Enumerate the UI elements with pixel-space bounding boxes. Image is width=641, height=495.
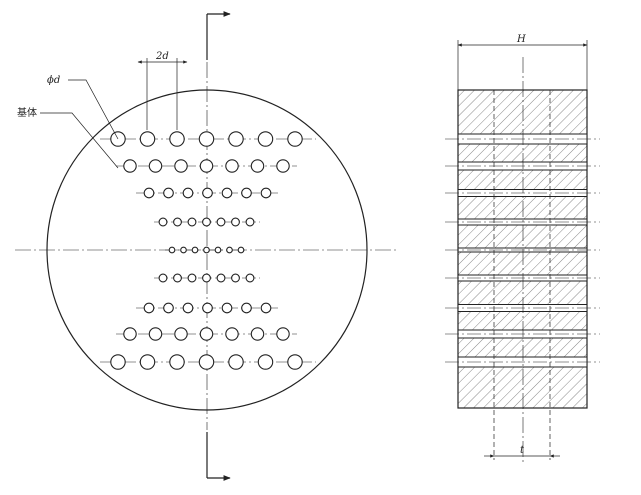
hole bbox=[182, 302, 194, 314]
hole bbox=[231, 217, 240, 227]
hole bbox=[158, 273, 168, 283]
hole-row bbox=[136, 302, 278, 314]
hole bbox=[257, 354, 274, 370]
hole bbox=[216, 217, 226, 227]
hole bbox=[221, 187, 233, 199]
channel bbox=[445, 189, 600, 197]
channel bbox=[445, 329, 600, 339]
hole bbox=[139, 354, 156, 370]
hole bbox=[231, 273, 240, 283]
hole bbox=[260, 302, 272, 314]
pitch-dimension bbox=[137, 58, 188, 130]
hole bbox=[123, 327, 137, 341]
channel bbox=[445, 161, 600, 171]
substrate-label: 基体 bbox=[17, 106, 37, 119]
pitch-label: 2d bbox=[155, 51, 169, 62]
hole bbox=[260, 187, 272, 199]
section-view bbox=[445, 40, 600, 463]
channel bbox=[445, 218, 600, 226]
hole-row bbox=[100, 354, 316, 370]
section-line-marker bbox=[206, 11, 231, 481]
channel bbox=[445, 247, 600, 253]
front-view bbox=[15, 11, 398, 481]
hole bbox=[199, 159, 214, 173]
hole bbox=[123, 159, 137, 173]
leader-lines bbox=[40, 79, 119, 169]
hole-row bbox=[154, 217, 260, 227]
hole bbox=[143, 302, 155, 314]
hole bbox=[276, 159, 290, 173]
hole-diameter-label: ϕd bbox=[47, 75, 60, 86]
hole bbox=[180, 246, 187, 254]
hole bbox=[241, 187, 252, 199]
hole bbox=[216, 273, 226, 283]
through-channels bbox=[445, 133, 600, 368]
hole-array bbox=[100, 131, 316, 370]
hole bbox=[198, 131, 215, 147]
hole-row bbox=[136, 187, 278, 199]
spacing-label: t bbox=[520, 445, 525, 456]
hole bbox=[191, 246, 199, 254]
channel bbox=[445, 304, 600, 312]
hole bbox=[203, 246, 210, 254]
hole-row bbox=[154, 273, 260, 283]
hole bbox=[174, 327, 188, 341]
hole bbox=[214, 246, 222, 254]
hole bbox=[158, 217, 168, 227]
hole bbox=[143, 187, 155, 199]
hole bbox=[202, 217, 211, 227]
hole bbox=[202, 302, 213, 314]
hole bbox=[199, 327, 214, 341]
hole-row bbox=[116, 327, 297, 341]
hole bbox=[187, 273, 197, 283]
hole bbox=[198, 354, 215, 370]
hole bbox=[226, 246, 233, 254]
hole bbox=[241, 302, 252, 314]
hole bbox=[250, 159, 265, 173]
thickness-label: H bbox=[516, 34, 526, 45]
hole bbox=[225, 159, 239, 173]
hole bbox=[228, 131, 244, 147]
hole bbox=[250, 327, 265, 341]
hole bbox=[168, 246, 176, 254]
hole bbox=[276, 327, 290, 341]
hole bbox=[225, 327, 239, 341]
channel bbox=[445, 356, 600, 368]
channel bbox=[445, 133, 600, 145]
hole bbox=[173, 273, 182, 283]
hidden-lines bbox=[493, 90, 551, 460]
hole-row bbox=[100, 131, 316, 147]
hole bbox=[169, 354, 185, 370]
hole bbox=[110, 354, 126, 370]
hole bbox=[182, 187, 194, 199]
hole bbox=[173, 217, 182, 227]
hole bbox=[245, 273, 255, 283]
front-centerlines bbox=[15, 62, 398, 430]
channel bbox=[445, 274, 600, 282]
hole bbox=[148, 159, 163, 173]
hole bbox=[228, 354, 244, 370]
hole bbox=[245, 217, 255, 227]
hole bbox=[202, 187, 213, 199]
thickness-dimension bbox=[457, 40, 588, 90]
hole-row bbox=[116, 159, 297, 173]
hole bbox=[163, 187, 174, 199]
hole bbox=[287, 131, 303, 147]
hole bbox=[202, 273, 211, 283]
hole bbox=[163, 302, 174, 314]
hole bbox=[169, 131, 185, 147]
hole bbox=[287, 354, 303, 370]
hole bbox=[237, 246, 245, 254]
hole bbox=[139, 131, 156, 147]
hole bbox=[221, 302, 233, 314]
hole bbox=[174, 159, 188, 173]
hole-row bbox=[165, 246, 247, 254]
hole bbox=[148, 327, 163, 341]
hole bbox=[257, 131, 274, 147]
hole bbox=[187, 217, 197, 227]
